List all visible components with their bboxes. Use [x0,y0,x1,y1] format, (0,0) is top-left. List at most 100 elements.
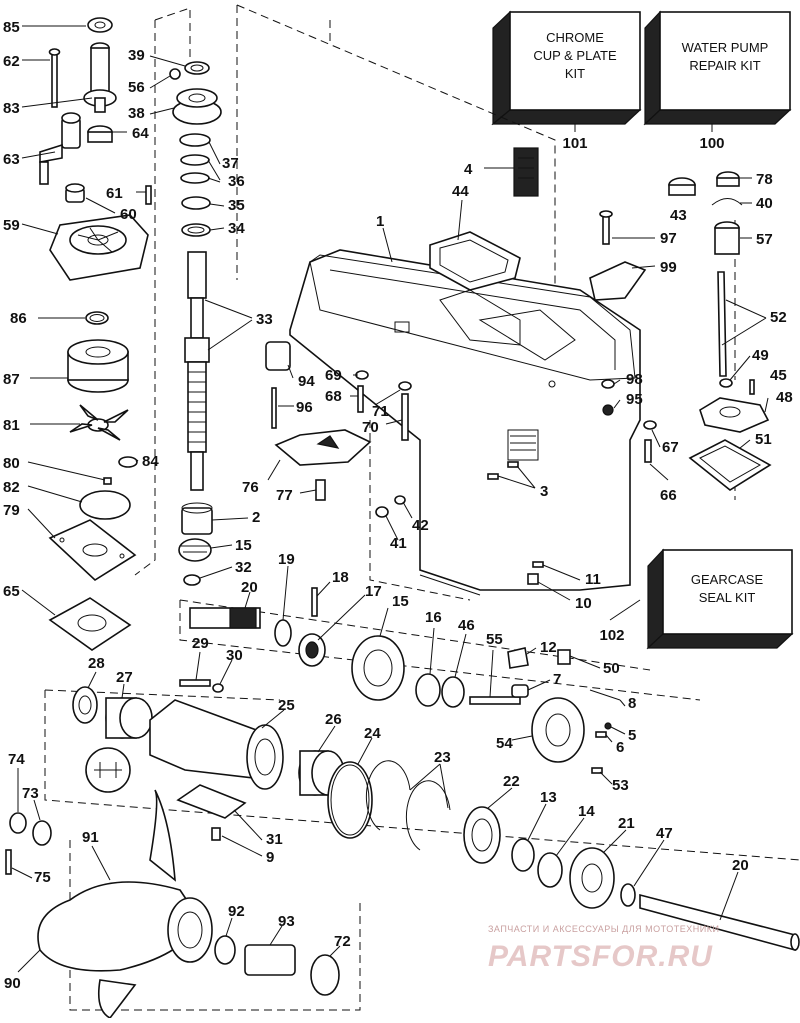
callout-93: 93 [278,913,295,930]
callout-29: 29 [192,635,209,652]
callout-35: 35 [228,197,245,214]
part-27-bearing [105,697,153,739]
chrome-kit-line2: CUP & PLATE [533,48,617,63]
callout-28: 28 [88,655,105,672]
callout-21: 21 [618,815,635,832]
part-96-screw [271,387,277,429]
callout-30: 30 [226,647,243,664]
callout-54: 16 [425,609,442,626]
callout-44: 44 [452,183,469,200]
callout-27: 27 [116,669,133,686]
water-pump-kit-line1: WATER PUMP [682,40,769,55]
part-16-rod [469,696,521,705]
callout-36: 36 [228,173,245,190]
callout-55: 50 [603,660,620,677]
part-85-washer [87,17,113,33]
part-79-plate [48,519,137,582]
chrome-kit-box: CHROME CUP & PLATE KIT 101 [491,10,642,152]
part-20-propshaft [639,893,800,952]
callout-23: 23 [434,749,451,766]
callout-53: 46 [458,617,475,634]
part-42-41-washers [375,495,406,518]
callout-92: 92 [228,903,245,920]
part-32-nut [183,574,201,586]
callout-25: 25 [278,697,295,714]
part-83-shaft [83,42,117,113]
callout-73: 73 [22,785,39,802]
callout-24: 24 [364,725,381,742]
callout-16: 55 [486,631,503,648]
part-99-anode [589,261,647,301]
part-20-shaft-upper [189,607,261,629]
part-60-nut [65,183,85,203]
part-78-cap [716,171,740,187]
part-13-14-washers [511,838,563,888]
water-pump-kit-box: WATER PUMP REPAIR KIT 100 [643,10,792,152]
part-15-gear [351,635,405,701]
part-64-cap [87,125,113,143]
callout-79: 79 [3,502,20,519]
callout-91: 91 [82,829,99,846]
callout-63: 63 [3,151,20,168]
part-70-bolt [401,393,409,441]
callout-77: 77 [276,487,293,504]
part-18-pin [311,587,318,617]
callout-37: 37 [222,155,239,172]
callout-11: 11 [585,571,601,588]
part-69-68-71-hardware [355,370,412,413]
callout-13: 13 [540,789,557,806]
gearcase-kit-line2: SEAL KIT [699,590,756,605]
callout-65: 65 [3,583,20,600]
part-57-plug [714,221,740,255]
part-7-8-6-small [591,722,612,774]
part-92-93-72-hub [214,935,340,996]
callout-90: 90 [4,975,21,992]
part-2-bearing [181,502,213,535]
part-38-housing [172,88,222,125]
part-44-gasket [429,231,521,291]
callout-64: 64 [132,125,149,142]
callout-82: 82 [3,479,20,496]
part-86-oring [85,311,109,325]
gearcase-kit-line1: GEARCASE [691,572,764,587]
part-63-lever [39,112,81,185]
callout-12: 7 [553,671,561,688]
callout-61: 61 [106,185,123,202]
callout-40: 40 [756,195,773,212]
callout-45: 45 [770,367,787,384]
callout-20b: 20 [732,857,749,874]
part-37-oring [179,133,211,147]
callout-94: 94 [298,373,315,390]
part-28-seal [72,686,98,724]
callout-85: 85 [3,19,20,36]
callout-10: 10 [575,595,592,612]
callout-32: 32 [235,559,252,576]
part-29-30-bolt [179,679,224,693]
callout-39: 39 [128,47,145,64]
part-39-seal [184,61,210,75]
part-65-gasket [48,597,132,651]
part-59-pump-housing [49,214,149,281]
callout-56: 56 [128,79,145,96]
callout-84: 84 [142,453,159,470]
part-55-50-pins [557,649,621,701]
chrome-kit-line3: KIT [565,66,585,81]
part-80-key [103,477,112,485]
callout-76: 76 [242,479,259,496]
part-19-ring [274,619,292,647]
callout-99: 99 [660,259,677,276]
water-pump-kit-line2: REPAIR KIT [689,58,760,73]
callout-68: 68 [325,388,342,405]
watermark: ЗАПЧАСТИ И АКСЕССУАРЫ ДЛЯ МОТОТЕХНИКИ PA… [488,924,719,973]
callout-50: 8 [628,695,636,712]
callout-5: 54 [496,735,513,752]
part-74-73-75 [5,812,52,875]
callout-1: 1 [376,213,384,230]
callout-33: 33 [256,311,273,328]
part-21-gear [569,847,615,909]
part-36-washers [180,154,210,184]
callout-46: 12 [540,639,557,656]
callout-81: 81 [3,417,20,434]
part-11-10-plugs [527,561,544,585]
